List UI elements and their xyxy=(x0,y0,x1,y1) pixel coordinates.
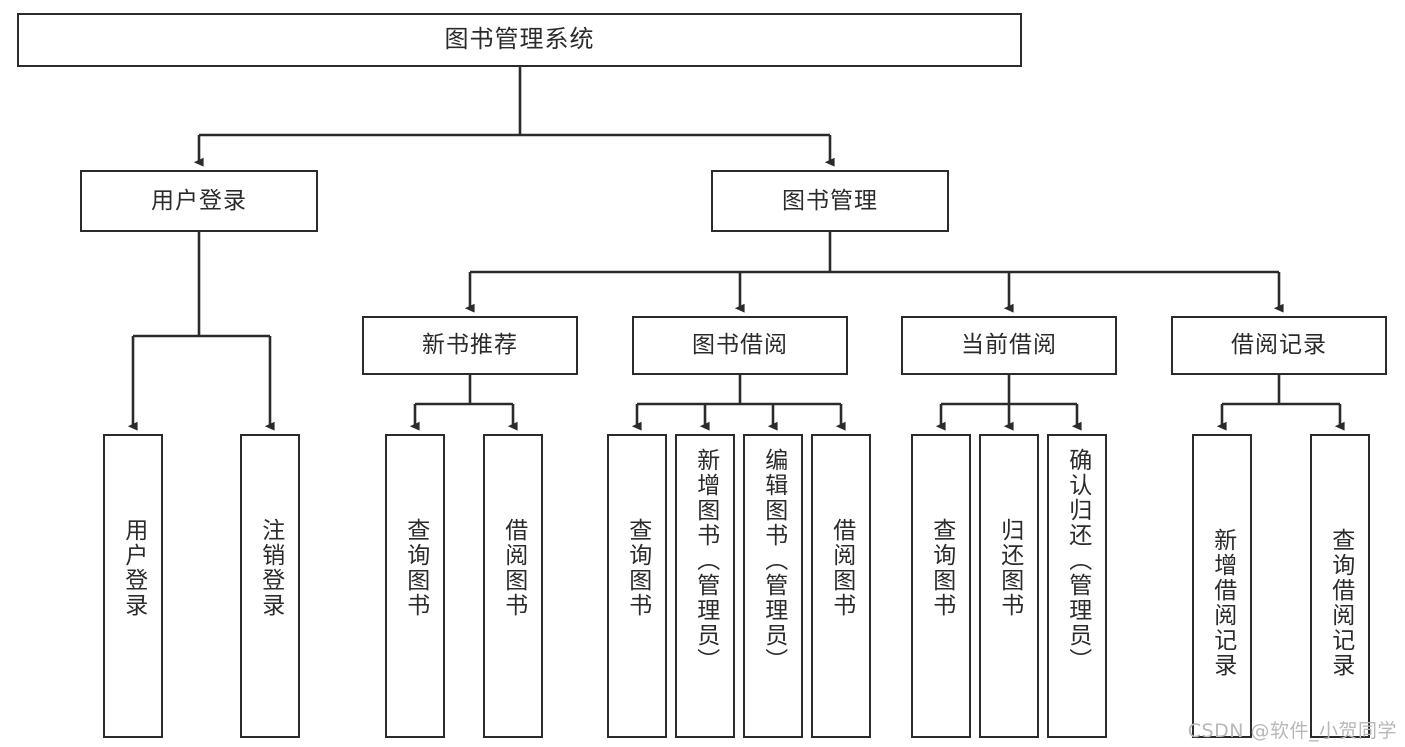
node-label: 借阅图书 xyxy=(500,518,527,618)
node-label: 查询借阅记录 xyxy=(1327,528,1354,678)
node-user-login[interactable]: 用户登录 xyxy=(80,170,318,232)
node-label: 确认归还（管理员） xyxy=(1064,448,1091,673)
node-new-book-recommend[interactable]: 新书推荐 xyxy=(362,316,578,375)
node-leaf-query-record[interactable]: 查询借阅记录 xyxy=(1310,434,1370,738)
node-label: 查询图书 xyxy=(402,518,429,618)
node-leaf-return-book[interactable]: 归还图书 xyxy=(979,434,1039,738)
node-leaf-edit-book[interactable]: 编辑图书（管理员） xyxy=(743,434,803,738)
node-label: 注销登录 xyxy=(257,518,284,618)
node-leaf-borrow-book-1[interactable]: 借阅图书 xyxy=(483,434,543,738)
node-leaf-borrow-book-2[interactable]: 借阅图书 xyxy=(811,434,871,738)
node-leaf-add-book[interactable]: 新增图书（管理员） xyxy=(675,434,735,738)
node-label: 归还图书 xyxy=(996,518,1023,618)
node-label: 图书借阅 xyxy=(692,332,788,359)
node-label: 当前借阅 xyxy=(961,332,1057,359)
node-label: 用户登录 xyxy=(151,187,247,214)
node-leaf-query-book-2[interactable]: 查询图书 xyxy=(607,434,667,738)
node-root-system[interactable]: 图书管理系统 xyxy=(17,13,1022,67)
node-leaf-query-book-1[interactable]: 查询图书 xyxy=(385,434,445,738)
node-label: 查询图书 xyxy=(624,518,651,618)
node-leaf-logout[interactable]: 注销登录 xyxy=(240,434,300,738)
node-label: 图书管理 xyxy=(782,187,878,214)
node-leaf-query-book-3[interactable]: 查询图书 xyxy=(911,434,971,738)
node-leaf-add-record[interactable]: 新增借阅记录 xyxy=(1192,434,1252,738)
node-current-borrow[interactable]: 当前借阅 xyxy=(901,316,1117,375)
node-label: 新书推荐 xyxy=(422,332,518,359)
watermark-text: CSDN @软件_小贺同学 xyxy=(1187,720,1397,742)
node-book-management[interactable]: 图书管理 xyxy=(711,170,949,232)
node-book-borrow[interactable]: 图书借阅 xyxy=(632,316,848,375)
node-label: 查询图书 xyxy=(928,518,955,618)
node-label: 新增借阅记录 xyxy=(1209,528,1236,678)
node-borrow-record[interactable]: 借阅记录 xyxy=(1171,316,1387,375)
node-label: 借阅图书 xyxy=(828,518,855,618)
node-label: 新增图书（管理员） xyxy=(692,448,719,673)
node-leaf-confirm-return[interactable]: 确认归还（管理员） xyxy=(1047,434,1107,738)
node-label: 用户登录 xyxy=(120,518,147,618)
node-label: 编辑图书（管理员） xyxy=(760,448,787,673)
node-label: 图书管理系统 xyxy=(444,25,595,54)
node-leaf-user-login[interactable]: 用户登录 xyxy=(103,434,163,738)
node-label: 借阅记录 xyxy=(1231,332,1327,359)
